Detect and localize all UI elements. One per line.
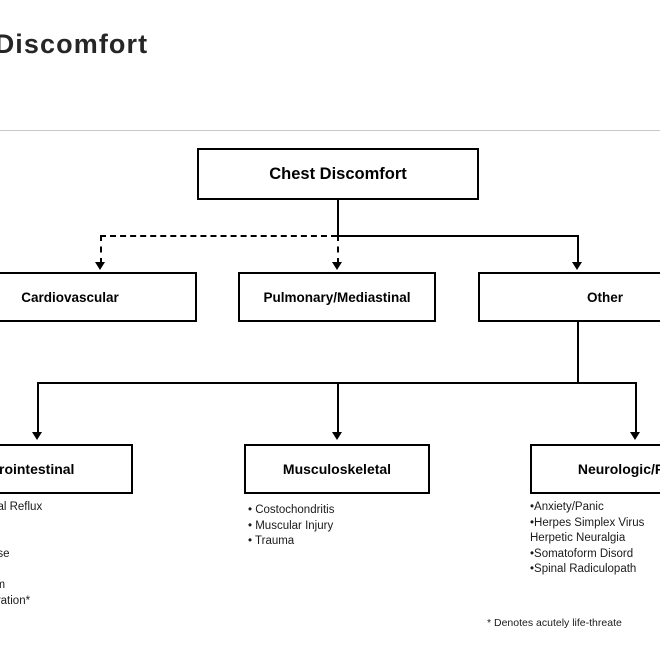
edge-to-pulmonary xyxy=(337,235,339,264)
list-musculoskeletal: • Costochondritis • Muscular Injury • Tr… xyxy=(248,503,334,550)
node-label: Neurologic/Psych xyxy=(577,461,660,477)
arrowhead-neurologic-icon xyxy=(630,432,640,440)
footnote-legend: * Denotes acutely life-threate xyxy=(487,617,622,629)
node-label: strointestinal xyxy=(0,461,75,477)
edge-to-gastrointestinal xyxy=(37,382,39,434)
edge-level3-bar xyxy=(37,382,635,384)
list-item: e xyxy=(0,516,42,532)
node-gastrointestinal[interactable]: strointestinal xyxy=(0,444,133,494)
list-item: •Herpes Simplex Virus xyxy=(530,516,645,529)
list-item: Herpetic Neuralgia xyxy=(530,532,626,545)
edge-to-neurologic xyxy=(635,382,637,434)
arrowhead-gastrointestinal-icon xyxy=(32,432,42,440)
list-item: ageal Perforation* xyxy=(0,594,31,607)
list-item: --Esophageal Reflux xyxy=(0,501,43,513)
edge-other-stem xyxy=(577,322,579,383)
list-item: • Muscular Injury xyxy=(248,519,334,532)
list-item: •Spinal Radiculopath xyxy=(530,563,637,576)
list-neurologic: •Anxiety/Panic •Herpes Simplex Virus Her… xyxy=(530,500,644,578)
list-item: •Anxiety/Panic xyxy=(530,501,604,513)
node-label: Musculoskeletal xyxy=(282,461,392,477)
node-label: Other xyxy=(586,289,623,305)
arrowhead-musculoskeletal-icon xyxy=(332,432,342,440)
edge-to-musculoskeletal xyxy=(337,382,339,434)
arrowhead-pulmonary-icon xyxy=(332,262,342,270)
edge-root-stem xyxy=(337,200,339,236)
edge-to-other xyxy=(577,235,579,264)
list-item: Ulcer Disease xyxy=(0,547,10,560)
node-label: Chest Discomfort xyxy=(269,164,407,183)
node-label: Cardiovascular xyxy=(21,289,119,305)
page-title: t Discomfort xyxy=(0,29,149,59)
arrowhead-cardiovascular-icon xyxy=(95,262,105,270)
node-other[interactable]: Other xyxy=(478,272,660,322)
node-chest-discomfort[interactable]: Chest Discomfort xyxy=(197,148,479,200)
node-neurologic-psychiatric[interactable]: Neurologic/Psych xyxy=(530,444,660,494)
edge-to-cardiovascular xyxy=(100,235,102,264)
node-cardiovascular[interactable]: Cardiovascular xyxy=(0,272,197,322)
node-label: Pulmonary/Mediastinal xyxy=(263,289,411,305)
edge-level2-dashed-bar xyxy=(100,235,337,237)
list-item: •Somatoform Disord xyxy=(530,547,634,560)
arrowhead-other-icon xyxy=(572,262,582,270)
list-item: • Costochondritis xyxy=(248,504,335,516)
list-gastrointestinal: --Esophageal Reflux e Disease Ulcer Dise… xyxy=(0,500,42,609)
node-pulmonary-mediastinal[interactable]: Pulmonary/Mediastinal xyxy=(238,272,436,322)
node-musculoskeletal[interactable]: Musculoskeletal xyxy=(244,444,430,494)
edge-level2-solid-bar xyxy=(337,235,579,237)
title-divider xyxy=(0,130,660,131)
list-item: ageal Spasm xyxy=(0,578,6,591)
list-item: • Trauma xyxy=(248,535,295,548)
list-item: Disease xyxy=(0,531,42,547)
list-item: eatitis* xyxy=(0,562,42,578)
